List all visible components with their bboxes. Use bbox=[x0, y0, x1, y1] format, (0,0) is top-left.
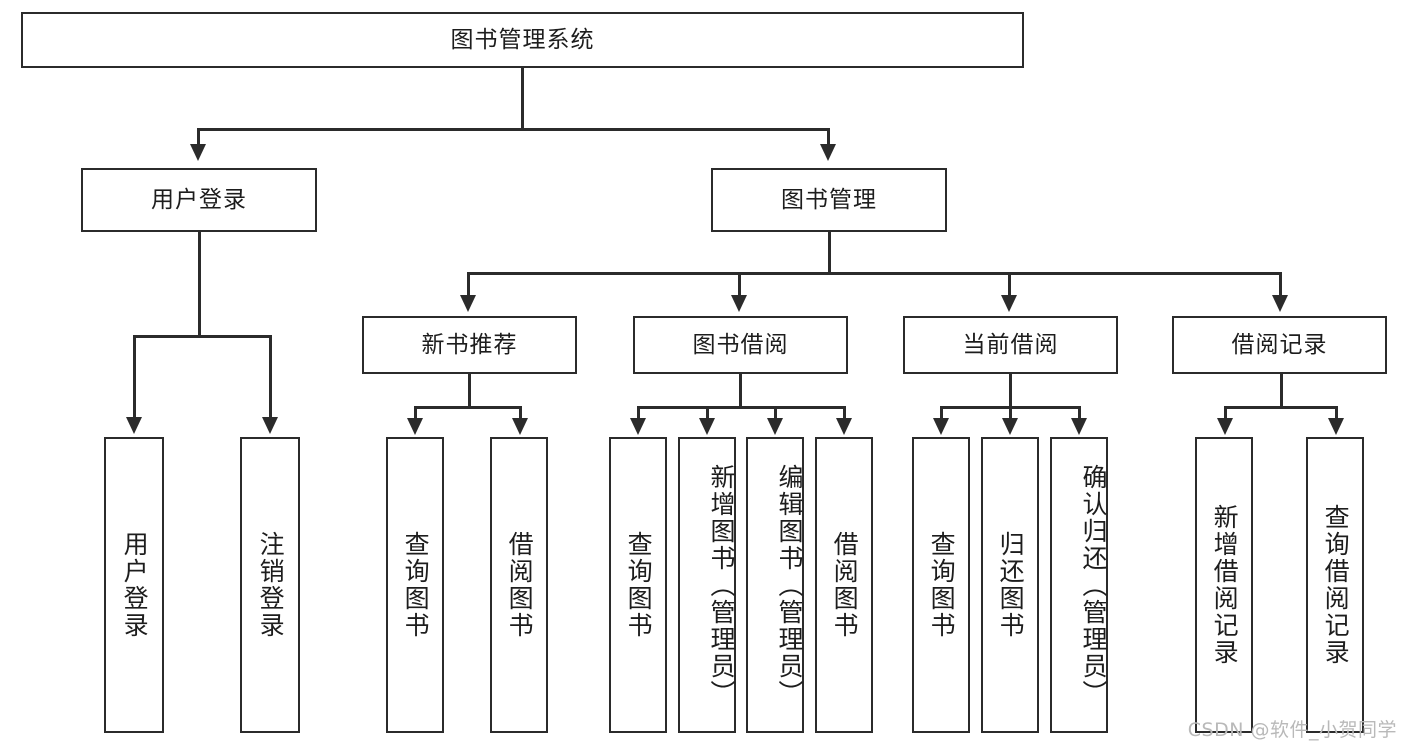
edge-bb-drop-1 bbox=[637, 406, 640, 420]
edge-cb-drop-2 bbox=[1009, 406, 1012, 420]
node-leaf-logout-login-label: 注销登录 bbox=[256, 531, 286, 639]
node-leaf-logout-login[interactable]: 注销登录 bbox=[240, 437, 300, 733]
edge-br-drop-2 bbox=[1335, 406, 1338, 420]
edge-bb-drop-2 bbox=[706, 406, 709, 420]
edge-bm-drop-1 bbox=[467, 272, 470, 297]
edge-root-to-book-management bbox=[827, 128, 830, 147]
node-leaf-borrow-book-1[interactable]: 借阅图书 bbox=[490, 437, 548, 733]
node-new-book-recommend-label: 新书推荐 bbox=[421, 331, 518, 358]
edge-bm-drop-3 bbox=[1008, 272, 1011, 297]
node-leaf-add-record-label: 新增借阅记录 bbox=[1210, 504, 1240, 666]
arrow-root-to-book-management bbox=[820, 144, 836, 161]
edge-bm-drop-4 bbox=[1279, 272, 1282, 297]
edge-current-borrow-stem bbox=[1009, 374, 1012, 408]
edge-user-login-drop-2 bbox=[269, 335, 272, 419]
node-current-borrow-label: 当前借阅 bbox=[962, 331, 1059, 358]
edge-cb-drop-3 bbox=[1078, 406, 1081, 420]
node-leaf-add-book[interactable]: 新增图书（管理员） bbox=[678, 437, 736, 733]
arrow-to-leaf-add-record bbox=[1217, 418, 1233, 435]
node-leaf-confirm-return[interactable]: 确认归还（管理员） bbox=[1050, 437, 1108, 733]
arrow-to-leaf-confirm-return bbox=[1071, 418, 1087, 435]
node-leaf-user-login[interactable]: 用户登录 bbox=[104, 437, 164, 733]
node-user-login-label: 用户登录 bbox=[151, 186, 247, 213]
edge-cb-drop-1 bbox=[940, 406, 943, 420]
arrow-to-new-book-recommend bbox=[460, 295, 476, 312]
edge-user-login-drop-1 bbox=[133, 335, 136, 419]
node-borrow-record-label: 借阅记录 bbox=[1231, 331, 1328, 358]
node-book-management[interactable]: 图书管理 bbox=[711, 168, 947, 232]
csdn-watermark: CSDN @软件_小贺同学 bbox=[1187, 719, 1397, 741]
arrow-to-leaf-user-login bbox=[126, 417, 142, 434]
edge-book-borrow-bus bbox=[637, 406, 845, 409]
edge-root-bus bbox=[197, 128, 829, 131]
node-new-book-recommend[interactable]: 新书推荐 bbox=[362, 316, 577, 374]
edge-bb-drop-3 bbox=[774, 406, 777, 420]
node-leaf-edit-book-label: 编辑图书（管理员） bbox=[775, 463, 804, 707]
node-leaf-query-book-1[interactable]: 查询图书 bbox=[386, 437, 444, 733]
arrow-root-to-user-login bbox=[190, 144, 206, 161]
edge-new-book-stem bbox=[468, 374, 471, 408]
node-root[interactable]: 图书管理系统 bbox=[21, 12, 1024, 68]
arrow-to-leaf-return-book bbox=[1002, 418, 1018, 435]
node-leaf-query-book-2[interactable]: 查询图书 bbox=[609, 437, 667, 733]
node-leaf-query-record[interactable]: 查询借阅记录 bbox=[1306, 437, 1364, 733]
node-borrow-record[interactable]: 借阅记录 bbox=[1172, 316, 1387, 374]
node-leaf-user-login-label: 用户登录 bbox=[120, 531, 150, 639]
edge-root-stem bbox=[521, 68, 524, 130]
node-user-login[interactable]: 用户登录 bbox=[81, 168, 317, 232]
edge-bm-drop-2 bbox=[738, 272, 741, 297]
arrow-to-borrow-record bbox=[1272, 295, 1288, 312]
node-book-management-label: 图书管理 bbox=[781, 186, 877, 213]
arrow-to-leaf-query-book-3 bbox=[933, 418, 949, 435]
arrow-to-leaf-add-book bbox=[699, 418, 715, 435]
edge-new-book-drop-2 bbox=[519, 406, 522, 420]
node-leaf-borrow-book-2[interactable]: 借阅图书 bbox=[815, 437, 873, 733]
arrow-to-leaf-query-record bbox=[1328, 418, 1344, 435]
arrow-to-leaf-query-book-2 bbox=[630, 418, 646, 435]
node-leaf-edit-book[interactable]: 编辑图书（管理员） bbox=[746, 437, 804, 733]
arrow-to-current-borrow bbox=[1001, 295, 1017, 312]
edge-user-login-bus bbox=[133, 335, 271, 338]
node-leaf-return-book[interactable]: 归还图书 bbox=[981, 437, 1039, 733]
edge-new-book-drop-1 bbox=[414, 406, 417, 420]
node-leaf-confirm-return-label: 确认归还（管理员） bbox=[1079, 463, 1108, 707]
arrow-to-leaf-borrow-book-1 bbox=[512, 418, 528, 435]
arrow-to-leaf-borrow-book-2 bbox=[836, 418, 852, 435]
edge-borrow-record-bus bbox=[1224, 406, 1338, 409]
node-leaf-query-book-1-label: 查询图书 bbox=[401, 531, 431, 639]
node-leaf-query-record-label: 查询借阅记录 bbox=[1321, 504, 1351, 666]
edge-user-login-stem bbox=[198, 232, 201, 337]
edge-book-management-stem bbox=[828, 232, 831, 274]
edge-root-to-user-login bbox=[197, 128, 200, 147]
edge-new-book-bus bbox=[414, 406, 522, 409]
arrow-to-leaf-query-book-1 bbox=[407, 418, 423, 435]
node-book-borrow-label: 图书借阅 bbox=[692, 331, 789, 358]
edge-borrow-record-stem bbox=[1280, 374, 1283, 408]
node-root-label: 图书管理系统 bbox=[450, 26, 595, 53]
node-leaf-add-record[interactable]: 新增借阅记录 bbox=[1195, 437, 1253, 733]
node-leaf-query-book-3-label: 查询图书 bbox=[927, 531, 957, 639]
arrow-to-leaf-edit-book bbox=[767, 418, 783, 435]
arrow-to-leaf-logout-login bbox=[262, 417, 278, 434]
edge-br-drop-1 bbox=[1224, 406, 1227, 420]
edge-book-management-bus bbox=[467, 272, 1282, 275]
arrow-to-book-borrow bbox=[731, 295, 747, 312]
node-book-borrow[interactable]: 图书借阅 bbox=[633, 316, 848, 374]
node-leaf-return-book-label: 归还图书 bbox=[996, 531, 1026, 639]
node-leaf-query-book-3[interactable]: 查询图书 bbox=[912, 437, 970, 733]
node-leaf-borrow-book-1-label: 借阅图书 bbox=[505, 531, 535, 639]
node-leaf-borrow-book-2-label: 借阅图书 bbox=[830, 531, 860, 639]
node-leaf-query-book-2-label: 查询图书 bbox=[624, 531, 654, 639]
edge-bb-drop-4 bbox=[843, 406, 846, 420]
node-leaf-add-book-label: 新增图书（管理员） bbox=[707, 463, 736, 707]
node-current-borrow[interactable]: 当前借阅 bbox=[903, 316, 1118, 374]
edge-book-borrow-stem bbox=[739, 374, 742, 408]
